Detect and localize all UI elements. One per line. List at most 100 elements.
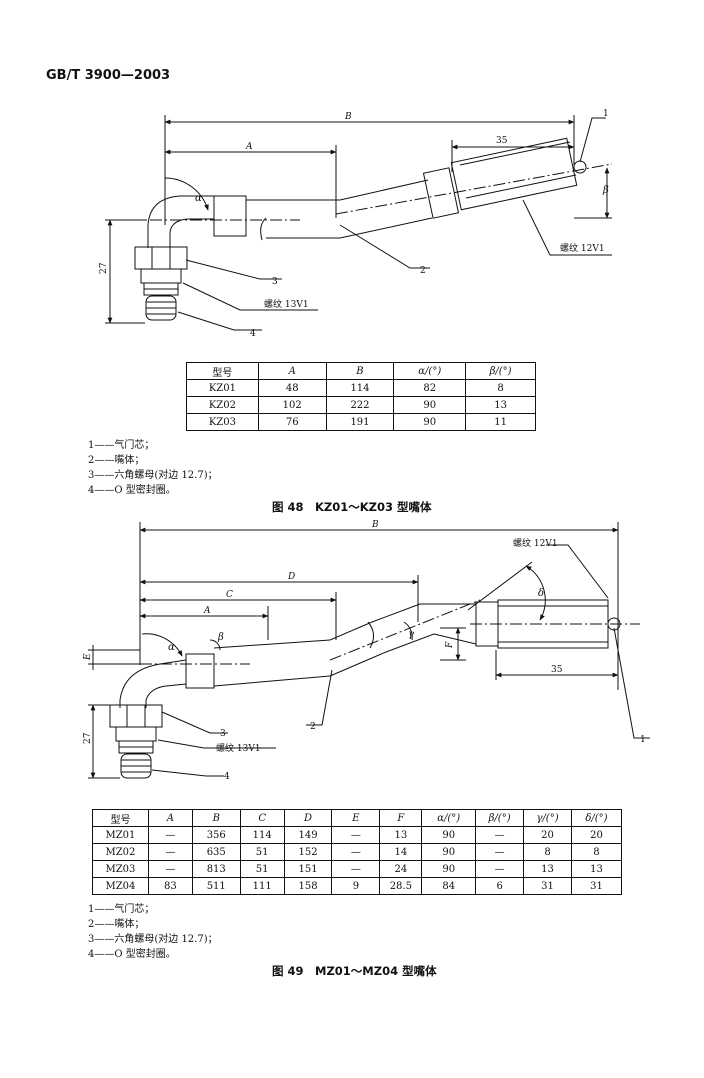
table-cell: KZ03 <box>186 413 259 431</box>
figure-48-drawing: B A 35 α β 27 1 2 3 4 螺纹 12V1 螺纹 13V1 <box>99 109 613 339</box>
legend-item: 4——O 型密封圈。 <box>88 949 176 960</box>
table-cell: 813 <box>191 860 241 878</box>
table-cell: — <box>147 826 193 844</box>
thread-13v1-label: 螺纹 13V1 <box>216 742 261 754</box>
table-row: MZ03 — 813 51 151 — 24 90 — 13 13 <box>92 860 623 878</box>
table-cell: MZ02 <box>92 843 149 861</box>
table-cell: 28.5 <box>379 877 423 895</box>
table-cell: 82 <box>393 379 467 397</box>
table-cell: 635 <box>191 843 241 861</box>
table-cell: — <box>475 826 525 844</box>
callout-4: 4 <box>250 329 256 339</box>
thread-12v1-label: 螺纹 12V1 <box>560 242 605 254</box>
table-cell: 76 <box>257 413 327 431</box>
table-cell: 14 <box>379 843 423 861</box>
col-header: B <box>325 362 395 380</box>
table-cell: 24 <box>379 860 423 878</box>
table-cell: — <box>331 843 381 861</box>
col-header: C <box>239 809 285 827</box>
table-cell: 102 <box>257 396 327 414</box>
col-header: α/(°) <box>393 362 467 380</box>
col-header: γ/(°) <box>523 809 572 827</box>
table-cell: 149 <box>283 826 333 844</box>
table-cell: — <box>147 843 193 861</box>
table-cell: 8 <box>523 843 572 861</box>
table-row: KZ03 76 191 90 11 <box>186 413 536 431</box>
col-header: 型号 <box>186 362 259 380</box>
table-cell: 13 <box>465 396 536 414</box>
table-cell: 13 <box>570 860 623 878</box>
table-cell: 151 <box>283 860 333 878</box>
col-header: δ/(°) <box>570 809 623 827</box>
table-row: KZ02 102 222 90 13 <box>186 396 536 414</box>
caption-fig48: 图 48 KZ01～KZ03 型嘴体 <box>272 500 432 514</box>
table-cell: — <box>475 843 525 861</box>
table-cell: 48 <box>257 379 327 397</box>
callout-4: 4 <box>224 772 230 782</box>
legend-item: 4——O 型密封圈。 <box>88 485 176 496</box>
table-header-row: 型号 A B C D E F α/(°) β/(°) γ/(°) δ/(°) <box>92 809 623 827</box>
col-header: β/(°) <box>475 809 525 827</box>
table-row: KZ01 48 114 82 8 <box>186 379 536 397</box>
table-cell: 20 <box>570 826 623 844</box>
table-cell: 51 <box>239 843 285 861</box>
dim-35-label: 35 <box>551 665 563 675</box>
table-row: MZ02 — 635 51 152 — 14 90 — 8 8 <box>92 843 623 861</box>
dim-B-label: B <box>344 112 352 122</box>
table-cell: 90 <box>421 826 477 844</box>
table-cell: MZ03 <box>92 860 149 878</box>
table-cell: 511 <box>191 877 241 895</box>
table-cell: MZ01 <box>92 826 149 844</box>
table-cell: 8 <box>570 843 623 861</box>
legend-fig49: 1——气门芯； 2——嘴体； 3——六角螺母(对边 12.7)； 4——O 型密… <box>88 902 218 962</box>
col-header: F <box>379 809 423 827</box>
dim-E-label: E <box>83 653 93 661</box>
table-cell: 20 <box>523 826 572 844</box>
table-cell: KZ02 <box>186 396 259 414</box>
beta-label: β <box>602 185 609 196</box>
col-header: α/(°) <box>421 809 477 827</box>
alpha-label: α <box>195 193 202 204</box>
table-fig48: 型号 A B α/(°) β/(°) KZ01 48 114 82 8 KZ02… <box>186 362 536 431</box>
thread-13v1-label: 螺纹 13V1 <box>264 298 309 310</box>
dim-C-label: C <box>226 590 233 600</box>
table-cell: 158 <box>283 877 333 895</box>
col-header: D <box>283 809 333 827</box>
table-cell: 31 <box>570 877 623 895</box>
table-cell: KZ01 <box>186 379 259 397</box>
dim-35-label: 35 <box>496 136 508 146</box>
table-cell: 31 <box>523 877 572 895</box>
caption-fig49: 图 49 MZ01～MZ04 型嘴体 <box>272 964 437 978</box>
table-cell: 90 <box>393 396 467 414</box>
table-cell: 84 <box>421 877 477 895</box>
table-cell: 114 <box>325 379 395 397</box>
gamma-label: γ <box>408 629 414 640</box>
table-cell: MZ04 <box>92 877 149 895</box>
col-header: E <box>331 809 381 827</box>
col-header: A <box>257 362 327 380</box>
table-cell: 13 <box>379 826 423 844</box>
legend-item: 2——嘴体； <box>88 455 145 466</box>
table-cell: 90 <box>421 843 477 861</box>
figure-49-drawing: B D C A E F 35 27 α β γ δ 螺纹 12V1 螺纹 13V… <box>83 520 650 782</box>
beta-label: β <box>217 632 224 643</box>
table-cell: — <box>147 860 193 878</box>
dim-27-label: 27 <box>83 732 93 744</box>
table-cell: 90 <box>421 860 477 878</box>
callout-2: 2 <box>420 266 426 276</box>
callout-3: 3 <box>220 729 226 739</box>
table-fig49: 型号 A B C D E F α/(°) β/(°) γ/(°) δ/(°) M… <box>92 809 623 895</box>
alpha-label: α <box>168 642 175 653</box>
table-cell: 8 <box>465 379 536 397</box>
table-cell: 90 <box>393 413 467 431</box>
legend-item: 1——气门芯； <box>88 904 155 915</box>
table-cell: — <box>331 826 381 844</box>
table-cell: 222 <box>325 396 395 414</box>
table-row: MZ04 83 511 111 158 9 28.5 84 6 31 31 <box>92 877 623 895</box>
table-cell: 11 <box>465 413 536 431</box>
table-cell: 9 <box>331 877 381 895</box>
callout-1: 1 <box>640 735 646 745</box>
dim-F-label: F <box>445 641 455 649</box>
delta-label: δ <box>538 588 544 599</box>
table-cell: 6 <box>475 877 525 895</box>
